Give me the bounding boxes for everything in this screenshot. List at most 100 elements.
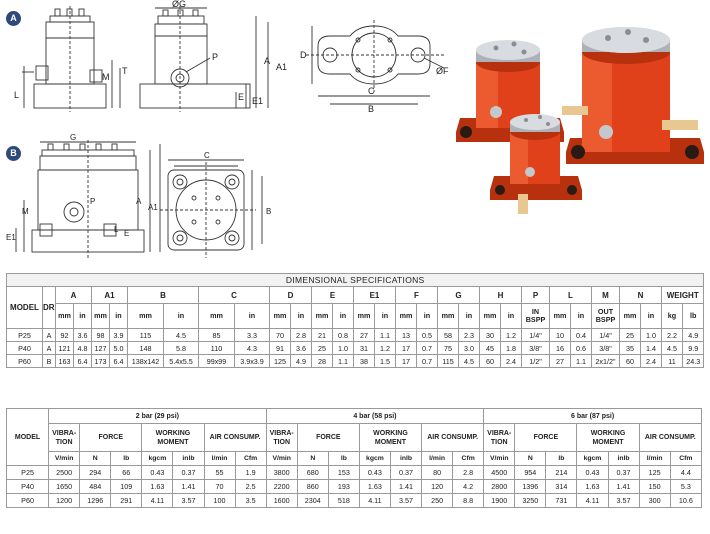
dim-unit-header: in — [500, 303, 522, 329]
air-unit-header: l/min — [203, 451, 236, 466]
dim-group-header: F — [395, 286, 438, 304]
drawing-a-front-view — [22, 6, 121, 112]
dim-value-cell: 148 — [127, 341, 164, 355]
dim-value-cell: 17 — [395, 354, 417, 368]
dim-group-header: C — [198, 286, 270, 304]
dim-unit-header: IN BSPP — [521, 303, 550, 329]
label-a-diam-f: ØF — [436, 66, 449, 76]
dim-value-cell: 0.8 — [332, 328, 354, 342]
dim-value-cell: 115 — [127, 328, 164, 342]
dim-group-header: G — [437, 286, 480, 304]
air-unit-header: l/min — [638, 451, 671, 466]
air-value-cell: 2304 — [296, 493, 329, 508]
dim-value-cell: 2.2 — [661, 328, 683, 342]
drawing-b-labels: G P M E1 L A1 A E C B — [6, 133, 271, 242]
air-value-cell: 1.63 — [141, 479, 174, 494]
air-value-cell: 1.41 — [172, 479, 205, 494]
dim-unit-header: mm — [127, 303, 164, 329]
dim-unit-header: in — [458, 303, 480, 329]
dim-value-cell: 173 — [91, 354, 110, 368]
air-value-cell: 0.37 — [607, 465, 640, 480]
dim-unit-header: in — [416, 303, 438, 329]
dim-value-cell: 1.1 — [570, 354, 592, 368]
air-value-cell: 193 — [327, 479, 360, 494]
dim-value-cell: 75 — [437, 341, 459, 355]
dim-value-cell: 5.0 — [109, 341, 128, 355]
dim-group-header: WEIGHT — [660, 286, 705, 304]
dim-value-cell: 3.6 — [290, 341, 312, 355]
air-group-header: FORCE — [79, 423, 143, 452]
dim-value-cell: 3/8" — [521, 341, 550, 355]
dim-unit-header: mm — [198, 303, 235, 329]
air-value-cell: 250 — [421, 493, 454, 508]
label-a-e1: E1 — [252, 96, 263, 106]
air-value-cell: 0.43 — [358, 465, 391, 480]
dim-unit-header: mm — [437, 303, 459, 329]
dim-group-header: B — [127, 286, 199, 304]
dim-value-cell: 1/2" — [521, 354, 550, 368]
dim-value-cell: 11 — [661, 354, 683, 368]
air-unit-header: Cfm — [452, 451, 485, 466]
air-unit-header: N — [79, 451, 112, 466]
air-group-header: WORKING MOMENT — [358, 423, 423, 452]
air-value-cell: 680 — [296, 465, 329, 480]
dim-value-cell: 0.5 — [416, 328, 438, 342]
dim-value-cell: 45 — [479, 341, 501, 355]
air-value-cell: 3800 — [265, 465, 298, 480]
dim-value-cell: 1.5 — [374, 354, 396, 368]
air-value-cell: 214 — [545, 465, 578, 480]
dim-value-cell: 1/4" — [521, 328, 550, 342]
air-value-cell: 1600 — [265, 493, 298, 508]
air-unit-header: lb — [327, 451, 360, 466]
dim-value-cell: 2.4 — [500, 354, 522, 368]
dim-model-header: MODEL — [6, 286, 43, 329]
dim-value-cell: 163 — [55, 354, 74, 368]
dim-model-cell: P25 — [6, 328, 43, 342]
label-a-b: B — [368, 104, 374, 114]
dim-value-cell: 1.0 — [332, 341, 354, 355]
dim-unit-header: mm — [55, 303, 74, 329]
dim-value-cell: 1.0 — [640, 328, 662, 342]
dim-value-cell: 4.3 — [234, 341, 270, 355]
dim-unit-header: in — [640, 303, 662, 329]
air-unit-header: lb — [110, 451, 143, 466]
air-unit-header: kgcm — [576, 451, 609, 466]
label-b-m: M — [22, 207, 29, 216]
air-value-cell: 0.43 — [576, 465, 609, 480]
air-value-cell: 4500 — [483, 465, 516, 480]
dim-group-header: E — [311, 286, 354, 304]
label-a-a1: A1 — [276, 62, 287, 72]
label-b-c: C — [204, 151, 210, 160]
air-value-cell: 100 — [203, 493, 236, 508]
label-a-p: P — [212, 52, 218, 62]
dim-value-cell: 1.1 — [374, 328, 396, 342]
dim-group-header: A — [55, 286, 92, 304]
air-value-cell: 300 — [638, 493, 671, 508]
dim-value-cell: 92 — [55, 328, 74, 342]
label-a-m: M — [102, 72, 110, 82]
air-value-cell: 731 — [545, 493, 578, 508]
drawing-a-top-view — [306, 20, 445, 105]
air-value-cell: 1.41 — [607, 479, 640, 494]
air-performance-table: MODEL 2 bar (29 psi) 4 bar (58 psi) 6 ba… — [5, 408, 703, 508]
dim-draw-header: DRAW. — [42, 286, 56, 329]
air-value-cell: 3.5 — [234, 493, 267, 508]
label-a-d: D — [300, 50, 307, 60]
dim-value-cell: 0.7 — [416, 354, 438, 368]
dim-value-cell: 1.2 — [500, 328, 522, 342]
dim-value-cell: 2.3 — [458, 328, 480, 342]
drawing-a-labels: ØG P T M L A A1 E1 E D C B ØF — [14, 0, 449, 114]
dim-value-cell: 60 — [619, 354, 641, 368]
air-value-cell: 0.37 — [172, 465, 205, 480]
air-value-cell: 4.11 — [576, 493, 609, 508]
air-value-cell: 125 — [638, 465, 671, 480]
dim-unit-header: mm — [269, 303, 291, 329]
air-value-cell: 1900 — [483, 493, 516, 508]
dim-value-cell: 4.5 — [163, 328, 199, 342]
dim-value-cell: 10 — [549, 328, 571, 342]
